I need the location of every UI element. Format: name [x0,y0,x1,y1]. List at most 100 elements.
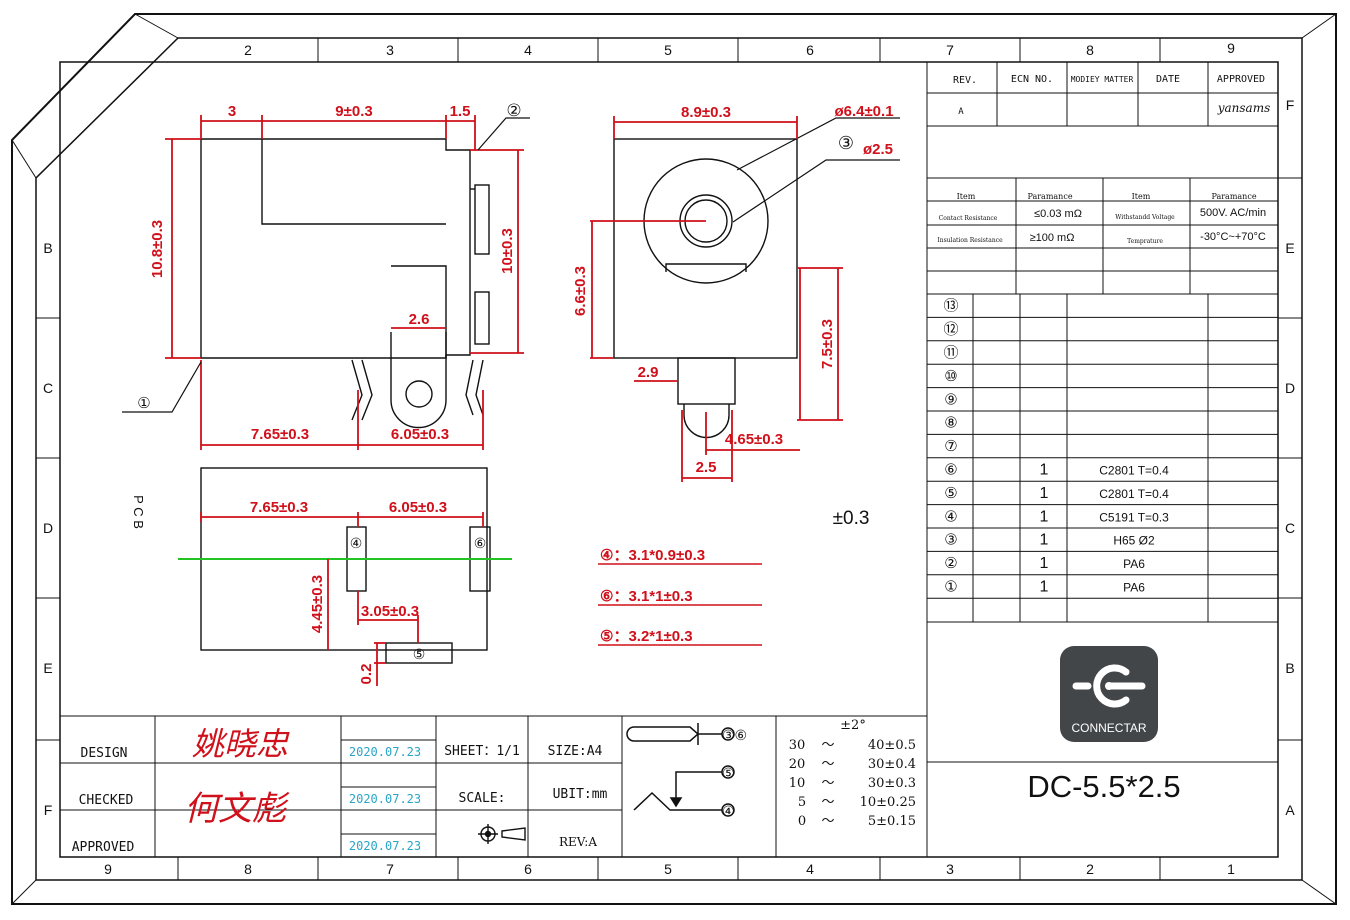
side-view-dim-text: 3 9±0.3 1.5 10.8±0.3 10±0.3 2.6 7.65±0.3… [149,103,516,443]
param-value: -30°C~+70°C [1200,231,1266,243]
params-header: Item [1132,192,1151,201]
left-row-label: E [43,660,52,676]
params-header: Item [957,192,976,201]
dim-label: 7.65±0.3 [251,426,309,443]
dim-label: 1.5 [450,103,471,120]
logo-tile [1060,646,1158,742]
unit-label: UBIT:mm [553,787,608,802]
pin-size-note: ④：3.1*0.9±0.3 [600,547,705,564]
pcb-view-dims [200,512,484,686]
tol-range-sep: ～ [821,738,834,753]
zone-ticks [36,38,1302,880]
checker-signature: 何文彪 [184,789,290,829]
outer-frame [11,13,1337,905]
right-row-label: E [1285,240,1294,256]
top-col-label: 2 [244,42,252,58]
bom-item-number: ⑤ [944,485,957,502]
schematic-pin-5: ⑤ [722,765,735,781]
bom-item-number: ② [944,555,957,572]
bom-quantity: 1 [1040,485,1049,502]
bottom-col-label: 6 [524,861,532,877]
dim-label: 2.6 [409,311,430,328]
dim-label: ø6.4±0.1 [834,103,893,120]
params-header: Paramance [1027,192,1072,201]
schematic-pin-36: ③⑥ [722,727,747,743]
left-row-label: B [43,240,52,256]
param-item: Withstandd Voltage [1115,214,1175,221]
logo-mark-icon [1072,664,1146,708]
bom-quantity: 1 [1040,579,1049,596]
bom-material: C2801 T=0.4 [1099,464,1169,478]
callout-leaders [122,117,900,413]
bom-item-number: ① [944,579,957,596]
bom-item-number: ④ [944,508,957,525]
approved-header: APPROVED [1217,74,1265,85]
bottom-col-label: 5 [664,861,672,877]
bottom-col-label: 3 [946,861,954,877]
callout-1: ① [137,395,150,412]
bottom-col-label: 2 [1086,861,1094,877]
dim-label: 0.2 [358,664,375,685]
tol-range-from: 30 [789,738,806,753]
param-item: Insulation Resistance [937,237,1003,244]
bom-item-number: ③ [944,532,957,549]
tol-range-from: 0 [798,814,806,829]
right-row-label: A [1285,802,1295,818]
checked-label: CHECKED [79,793,134,808]
param-value: ≥100 mΩ [1030,232,1075,244]
zone-labels: 2 3 4 5 6 7 8 9 9 8 7 6 5 4 3 2 1 B C D … [43,40,1295,877]
bottom-col-label: 8 [244,861,252,877]
param-item: Contact Resistance [939,215,998,222]
bom-material: H65 Ø2 [1113,534,1155,548]
projection-symbol-icon [478,824,526,844]
pcb-label: P C B [131,495,146,529]
right-row-label: C [1285,520,1295,536]
bom-item-number: ⑬ [943,298,958,315]
scale-label: SCALE: [459,791,506,806]
bom-material: PA6 [1123,557,1145,571]
bom-item-number: ⑦ [944,438,957,455]
callout-3: ③ [838,133,854,153]
param-item: Temprature [1127,238,1163,245]
left-row-label: D [43,520,53,536]
bottom-col-label: 1 [1227,861,1235,877]
dim-label: 3 [228,103,236,120]
approved-label: APPROVED [72,840,135,855]
bom-item-number: ⑫ [943,321,958,338]
front-view-dims [590,116,843,482]
title-block: DESIGN CHECKED APPROVED 姚晓忠 何文彪 2020.07.… [72,725,608,855]
tol-range-to: 30±0.4 [868,757,916,772]
bom-quantity: 1 [1040,462,1049,479]
angle-tolerance: ±2° [840,718,866,733]
dim-label: 7.5±0.3 [819,319,836,369]
bom-item-number: ⑧ [944,415,957,432]
left-row-label: C [43,380,53,396]
left-row-label: F [44,802,53,818]
design-date: 2020.07.23 [349,745,421,759]
approver-signature: yansams [1217,101,1271,115]
bom-grid [927,316,1278,599]
tol-range-sep: ～ [821,757,834,772]
dim-label: 6.05±0.3 [389,499,447,516]
top-col-label: 3 [386,42,394,58]
dim-label: 4.45±0.3 [309,575,326,633]
pin-size-notes: ④：3.1*0.9±0.3 ⑥：3.1*1±0.3 ⑤：3.2*1±0.3 [598,547,762,646]
top-col-label: 8 [1086,42,1094,58]
schematic-pin-4: ④ [722,803,735,819]
dim-label: 2.9 [638,364,659,381]
title-block-lines [60,715,927,857]
pcb-pin-4-label: ④ [350,535,363,551]
param-value: 500V. AC/min [1200,207,1266,219]
bottom-col-label: 9 [104,861,112,877]
bom-material: C5191 T=0.3 [1099,510,1169,524]
tol-range-to: 40±0.5 [868,738,916,753]
rev-label: REV:A [559,835,597,849]
tol-range-to: 5±0.15 [868,814,916,829]
checked-date: 2020.07.23 [349,792,421,806]
tol-range-from: 10 [789,776,806,791]
tol-range-sep: ～ [821,795,834,810]
bom-item-number: ⑪ [943,345,958,362]
callout-2: ② [506,101,521,120]
revision-table: REV. ECN NO. MODIEY MATTER DATE APPROVED… [953,74,1270,117]
